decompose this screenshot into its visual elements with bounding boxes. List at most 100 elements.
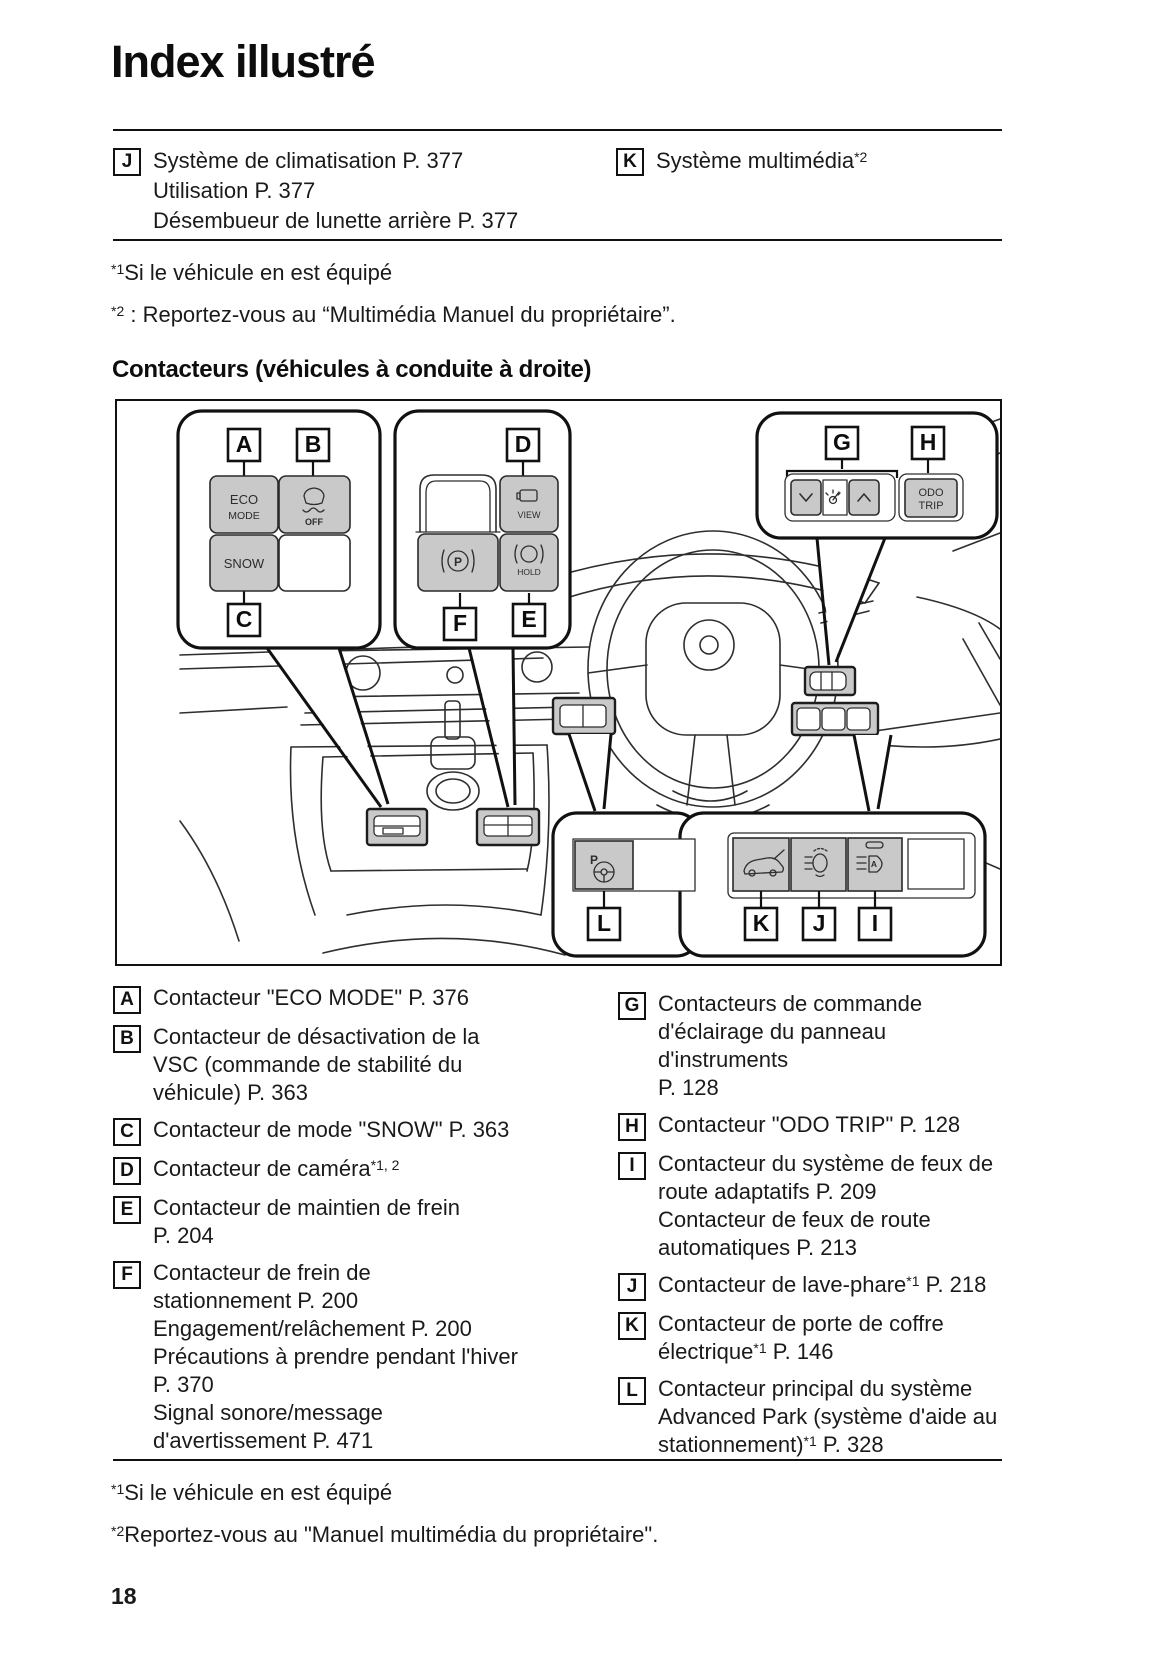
svg-text:H: H <box>920 429 937 455</box>
item-marker: J <box>618 1273 646 1301</box>
odo-trip-button: ODO TRIP <box>898 473 964 522</box>
parking-brake-icon <box>441 549 475 573</box>
dimmer-down-button <box>790 479 822 516</box>
superscript: *1 <box>906 1273 920 1289</box>
steering-wheel-icon <box>593 861 615 883</box>
item-line: Utilisation P. 377 <box>153 178 316 203</box>
diagram-label-k: K <box>743 906 779 942</box>
svg-text:HOLD: HOLD <box>517 567 541 577</box>
item-text: Contacteur "ODO TRIP" P. 128 <box>658 1111 960 1141</box>
page-number: 18 <box>111 1583 137 1609</box>
svg-text:D: D <box>515 431 532 457</box>
brightness-icon <box>822 479 848 516</box>
item-marker: J <box>113 148 141 176</box>
svg-text:P: P <box>590 853 598 867</box>
superscript: *1 <box>803 1433 817 1449</box>
svg-text:TRIP: TRIP <box>918 500 943 512</box>
diagram-label-h: H <box>910 425 946 461</box>
svg-text:C: C <box>236 606 253 632</box>
camera-brake-switch-cluster: VIEW P <box>415 427 559 642</box>
svg-text:L: L <box>597 910 611 936</box>
item-line: Précautions à prendre pendant l'hiver <box>153 1344 518 1369</box>
diagram-label-d: D <box>505 427 541 463</box>
svg-text:P: P <box>454 555 462 569</box>
light-switch-cluster: A K J I <box>727 832 976 942</box>
item-text: Contacteur "ECO MODE" P. 376 <box>153 984 469 1014</box>
svg-text:B: B <box>305 431 322 457</box>
svg-text:MODE: MODE <box>228 510 260 522</box>
superscript: *1 <box>111 1481 125 1497</box>
svg-text:G: G <box>833 429 851 455</box>
svg-text:J: J <box>813 910 826 936</box>
chevron-up-icon <box>857 493 871 502</box>
item-marker: B <box>113 1025 141 1053</box>
svg-text:I: I <box>872 910 878 936</box>
index-item-F: F Contacteur de frein de stationnement P. … <box>113 1259 595 1455</box>
footnotes-bottom: *1Si le véhicule en est équipé*2Reportez… <box>111 1478 1006 1562</box>
footnotes-top: *1Si le véhicule en est équipé*2 : Repor… <box>111 258 1006 342</box>
item-line: P. 128 <box>658 1075 719 1100</box>
footnote: *2 : Reportez-vous au “Multimédia Manuel… <box>111 302 676 327</box>
item-line: Contacteur de feux de route <box>658 1207 931 1232</box>
svg-text:VIEW: VIEW <box>517 510 541 520</box>
item-line: Advanced Park (système d'aide au <box>658 1404 998 1429</box>
camera-display-art <box>415 474 501 533</box>
brake-hold-button: HOLD <box>499 533 559 592</box>
superscript: *1, 2 <box>370 1157 400 1173</box>
callout-pointers <box>265 537 893 812</box>
parking-brake-button: P <box>417 533 499 592</box>
item-marker: C <box>113 1118 141 1146</box>
auto-high-beam-button: A <box>847 837 903 892</box>
svg-text:K: K <box>753 910 770 936</box>
item-line: automatiques P. 213 <box>658 1235 857 1260</box>
page-title: Index illustré <box>111 36 376 87</box>
power-back-door-icon <box>743 849 785 877</box>
diagram-label-a: A <box>226 427 262 463</box>
svg-text:A: A <box>871 859 877 869</box>
item-marker: F <box>113 1261 141 1289</box>
item-line: Système multimédia*2 <box>656 148 868 173</box>
item-line: stationnement P. 200 <box>153 1288 359 1313</box>
svg-text:SNOW: SNOW <box>224 556 265 571</box>
dimmer-up-button <box>848 479 880 516</box>
item-line: stationnement)*1 P. 328 <box>658 1432 884 1457</box>
diagram-label-e: E <box>511 602 547 638</box>
svg-text:ODO: ODO <box>918 487 944 499</box>
item-line: P. 204 <box>153 1223 214 1248</box>
footnote: *2Reportez-vous au "Manuel multimédia du… <box>111 1522 659 1547</box>
item-line: Contacteur de frein de <box>153 1260 371 1285</box>
divider-index-bottom <box>113 239 1002 241</box>
item-line: Contacteur de désactivation de la <box>153 1024 480 1049</box>
item-text: Contacteur de lave-phare*1 P. 218 <box>658 1271 986 1301</box>
dashboard-diagram-figure: ECO MODE OFF SNOW <box>115 399 1002 966</box>
item-line: Contacteur "ECO MODE" P. 376 <box>153 985 470 1010</box>
eco-mode-button: ECO MODE <box>209 475 279 534</box>
item-line: véhicule) P. 363 <box>153 1080 308 1105</box>
item-marker: L <box>618 1377 646 1405</box>
item-text: Contacteur de mode "SNOW" P. 363 <box>153 1116 509 1146</box>
item-line: d'éclairage du panneau d'instruments <box>658 1019 887 1072</box>
item-line: Contacteur de lave-phare*1 P. 218 <box>658 1272 987 1297</box>
light-switch-panel <box>790 701 880 737</box>
superscript: *1 <box>753 1340 767 1356</box>
superscript: *2 <box>111 1523 125 1539</box>
divider-top <box>113 129 1002 131</box>
auto-high-beam-icon <box>856 855 883 873</box>
index-item-J: J Contacteur de lave-phare*1 P. 218 <box>618 1271 1005 1301</box>
item-line: Contacteur de caméra*1, 2 <box>153 1156 400 1181</box>
snow-mode-button: SNOW <box>209 534 279 592</box>
